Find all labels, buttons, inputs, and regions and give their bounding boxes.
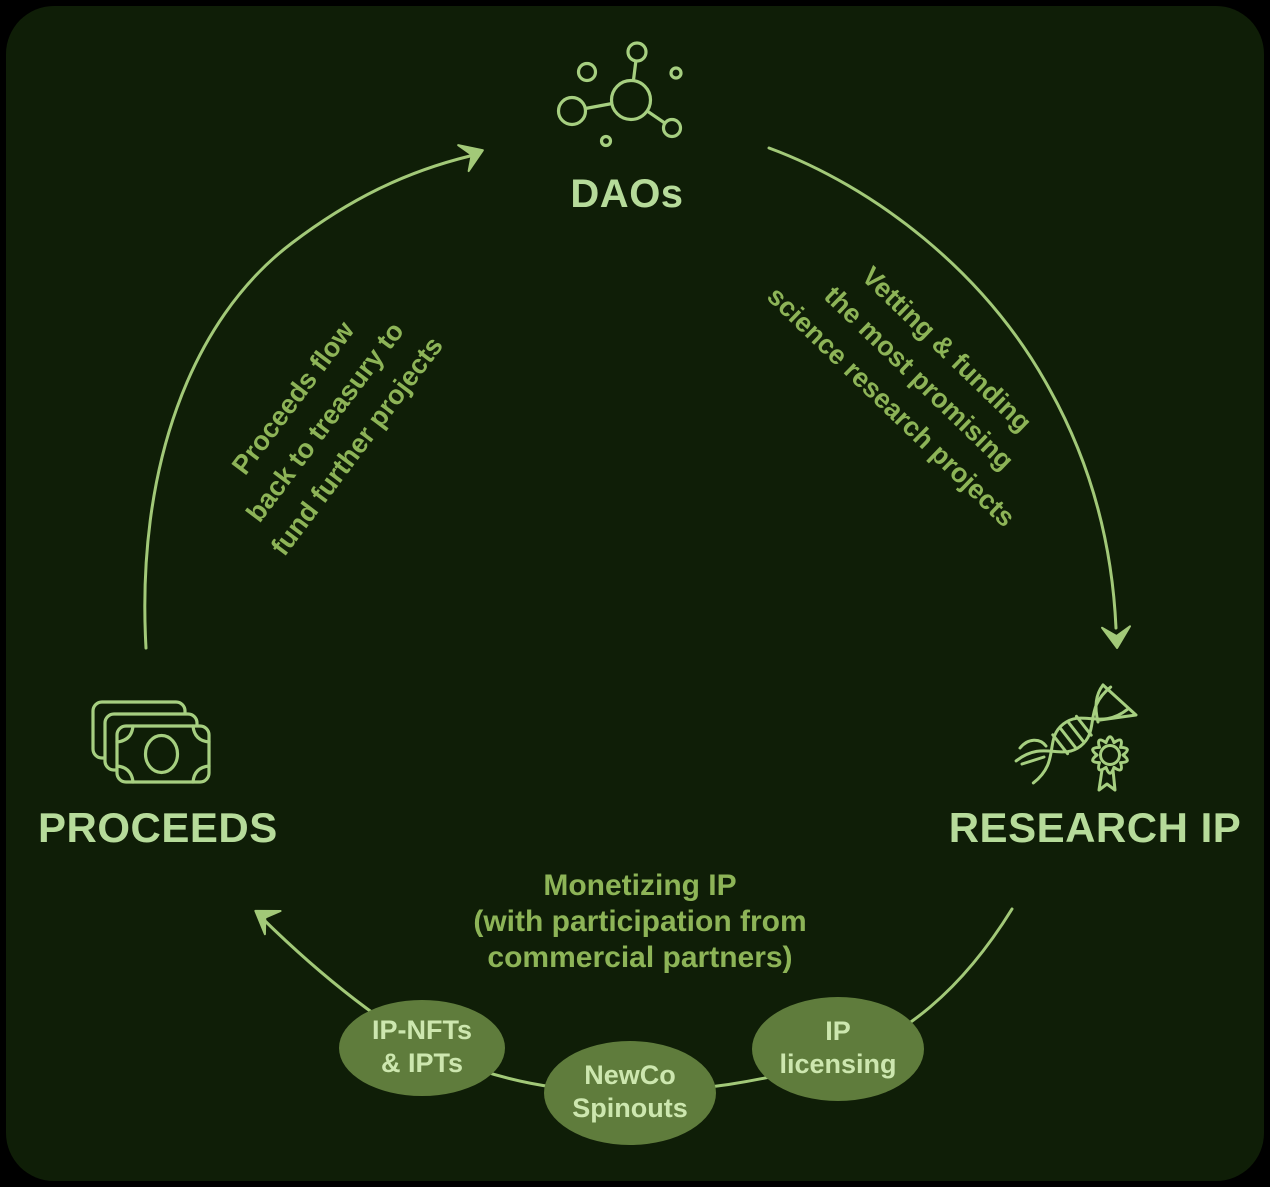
molecule-atom (556, 95, 588, 127)
edge-text-line: (with participation from (473, 905, 807, 938)
diagram-panel (6, 6, 1264, 1181)
dna-pennant (1098, 683, 1138, 722)
badge-rosette (1091, 735, 1129, 775)
arrowhead-to-daos (457, 144, 484, 173)
molecule-atom (609, 78, 653, 122)
banknotes-icon (91, 700, 211, 784)
dna-rung (1051, 733, 1070, 756)
ellipse-ip-nfts (339, 1000, 505, 1096)
ellipse-label-line: NewCo (584, 1060, 676, 1090)
banknote-corner (115, 724, 135, 744)
banknote-corner (191, 724, 211, 744)
dna-badge-icon (1014, 683, 1138, 792)
ip-nfts-ipts-label: IP-NFTs & IPTs (312, 1014, 532, 1080)
dna-rung (1058, 726, 1078, 750)
molecule-icon (556, 41, 683, 148)
monetization-ellipses (339, 997, 924, 1145)
newco-spinouts-label: NewCo Spinouts (520, 1059, 740, 1125)
ellipse-newco (544, 1041, 716, 1145)
ellipse-ip-licensing (752, 997, 924, 1101)
molecule-atom (576, 61, 598, 83)
molecule-atom (669, 66, 683, 80)
molecule-atom (626, 41, 648, 63)
dna-tail-tick (1020, 755, 1046, 766)
molecule-atom (599, 134, 613, 148)
research-ip-node-label: RESEARCH IP (948, 804, 1242, 851)
banknote-corner (191, 764, 211, 784)
banknote-front (115, 724, 211, 784)
ellipse-label-line: IP (825, 1016, 851, 1046)
daos-node-label: DAOs (570, 172, 684, 216)
molecule-atom (661, 117, 683, 139)
badge-inner-circle (1099, 744, 1121, 766)
arc-daos-to-research (767, 146, 1118, 630)
dna-rung (1074, 714, 1093, 737)
banknote-corner (115, 764, 135, 784)
ellipse-label-line: IP-NFTs (372, 1015, 472, 1045)
banknote-oval (143, 733, 180, 775)
arrowhead-to-proceeds (254, 909, 282, 936)
arc-proceeds-to-daos (143, 154, 472, 650)
edge-text-line: commercial partners) (487, 941, 793, 974)
dna-tail-left (1018, 738, 1048, 750)
arrowheads (254, 144, 1131, 936)
dna-rung (1066, 720, 1086, 744)
proceeds-node-label: PROCEEDS (38, 804, 278, 851)
edge-text-line: Monetizing IP (543, 869, 737, 902)
ip-licensing-label: IP licensing (728, 1015, 948, 1081)
ellipse-label-line: Spinouts (572, 1093, 688, 1123)
edge-text-research-to-proceeds: Monetizing IP (with participation from c… (440, 868, 840, 976)
dna-tail-top (1094, 683, 1105, 724)
arrowhead-to-research (1101, 625, 1131, 649)
ellipse-label-line: licensing (779, 1049, 897, 1079)
badge-ribbon (1097, 768, 1117, 792)
ellipse-label-line: & IPTs (380, 1048, 463, 1078)
